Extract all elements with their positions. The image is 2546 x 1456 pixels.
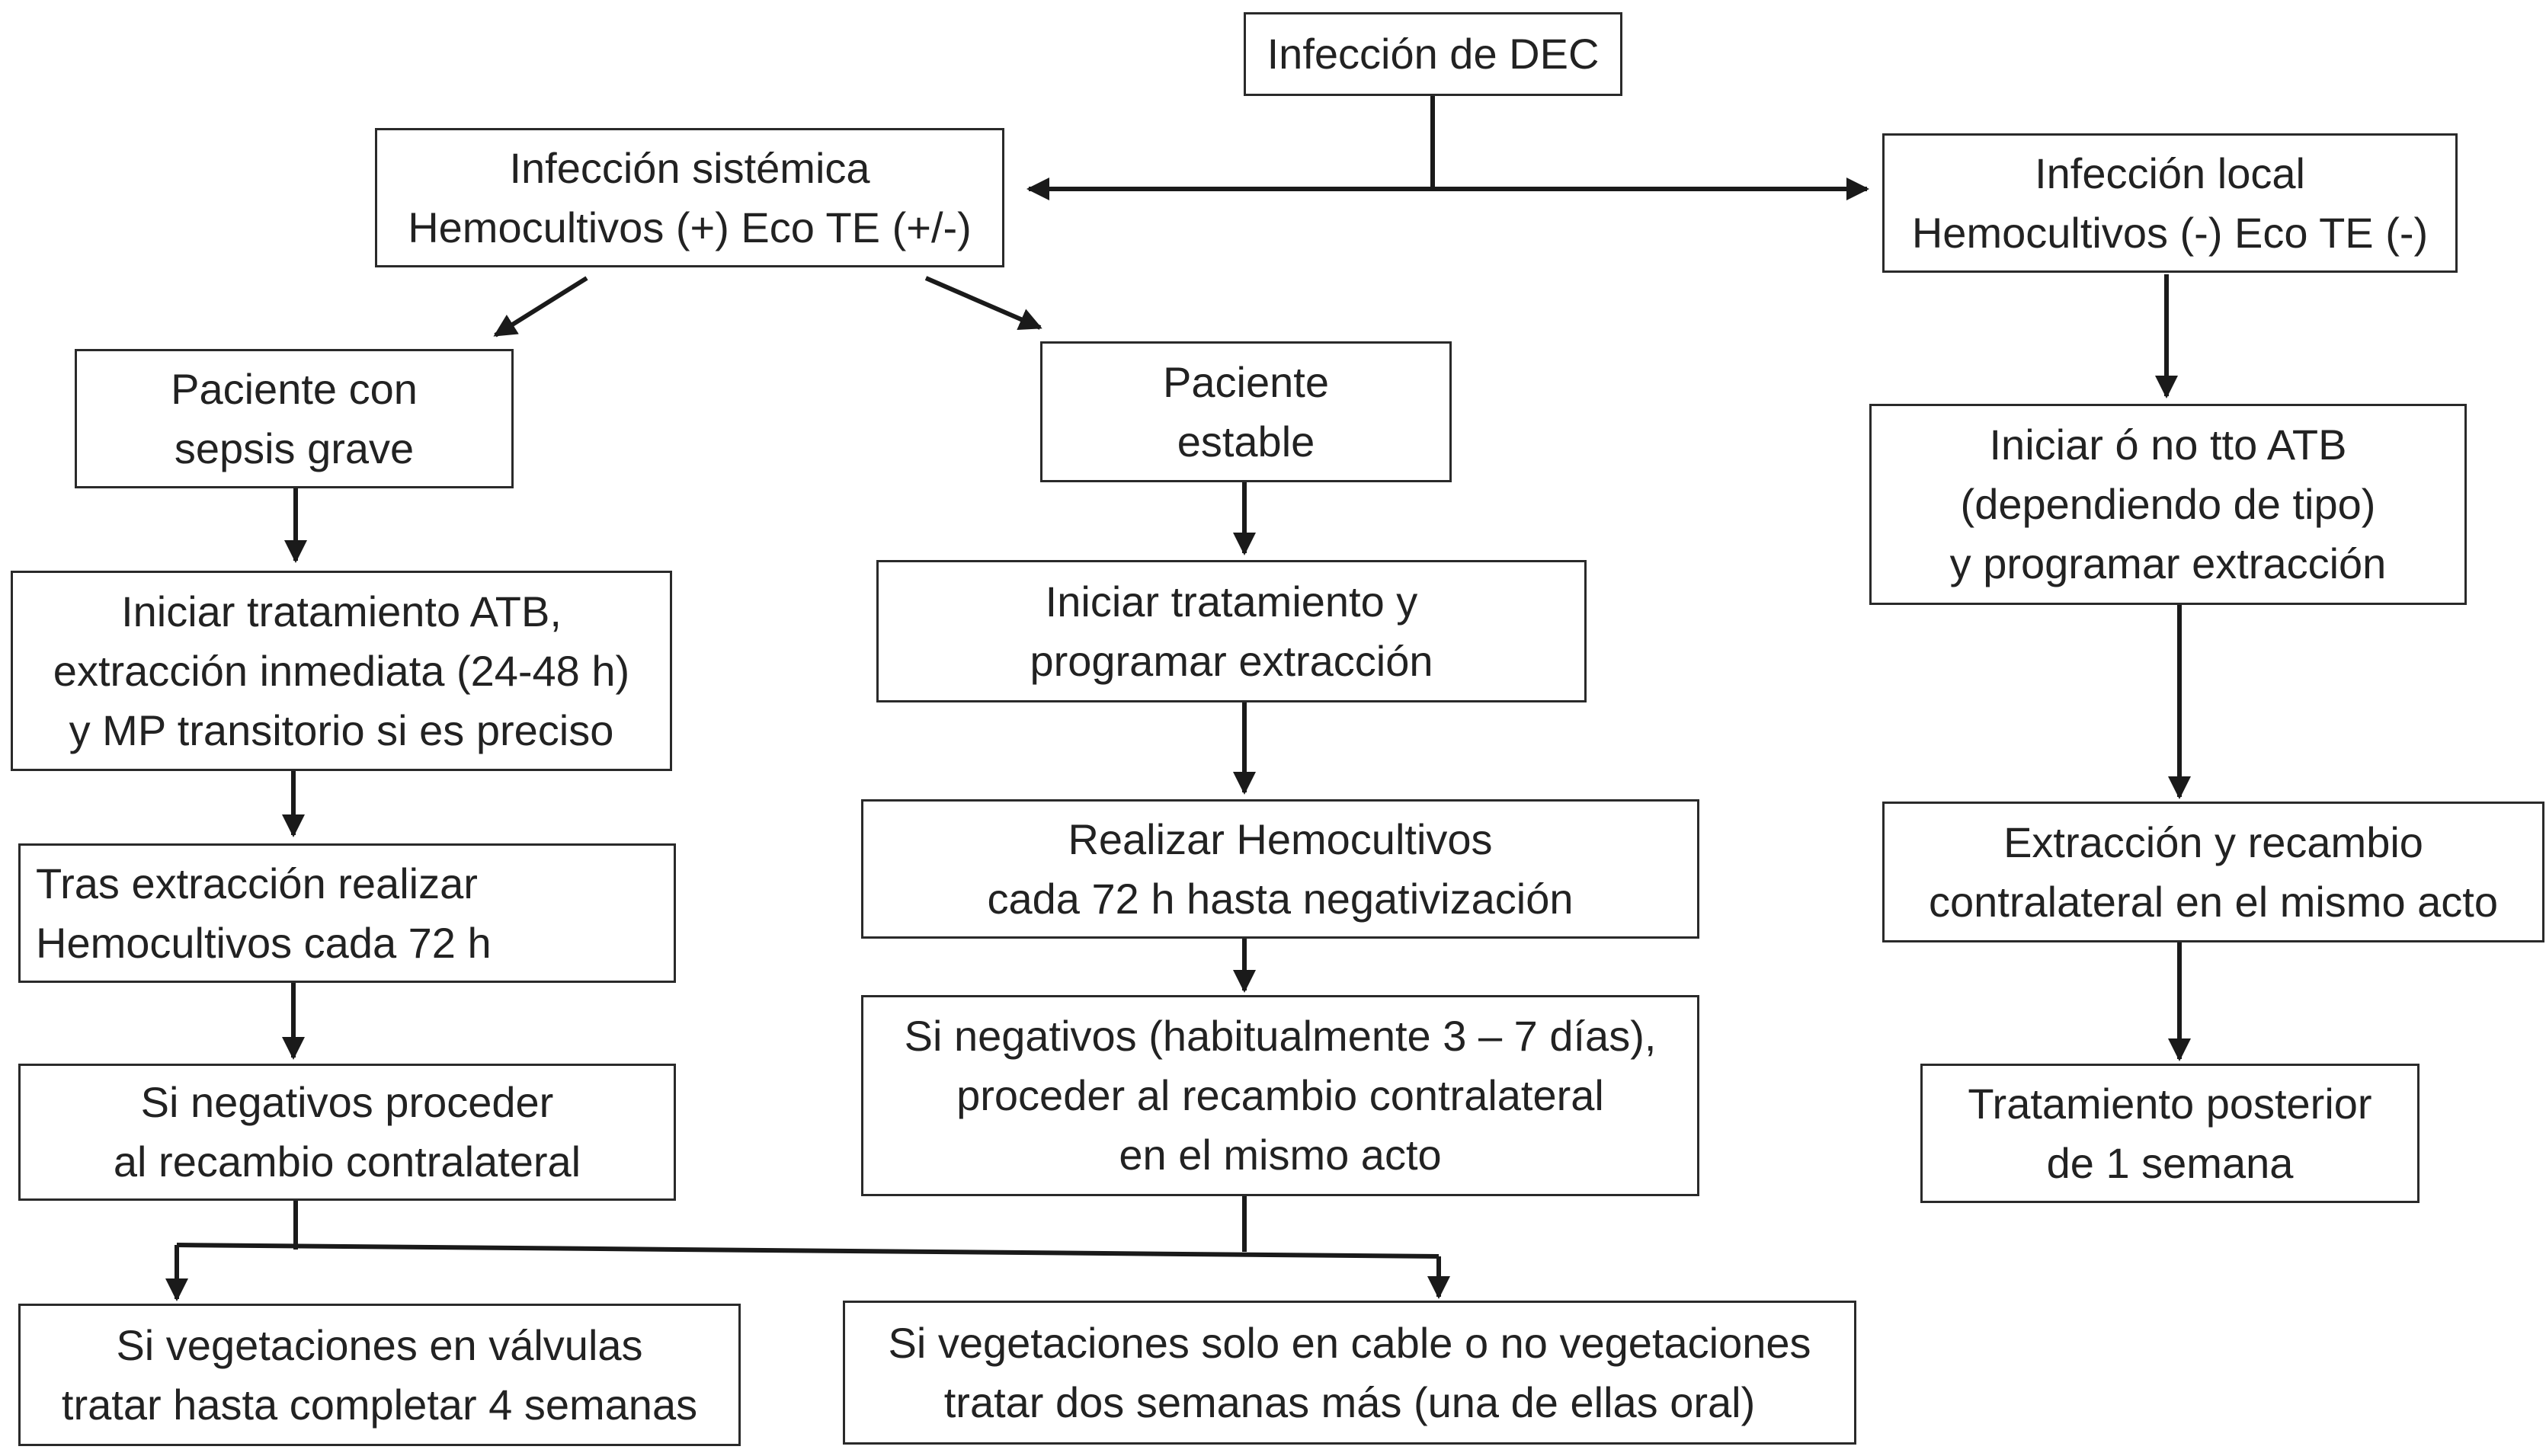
box-local-step-tratamiento-posterior: Tratamiento posterior de 1 semana bbox=[1920, 1064, 2420, 1203]
box-line: Realizar Hemocultivos bbox=[1068, 814, 1493, 863]
box-line: Iniciar tratamiento ATB, bbox=[121, 587, 562, 635]
box-line: cada 72 h hasta negativización bbox=[987, 874, 1574, 923]
box-line: estable bbox=[1177, 417, 1315, 466]
box-line: Infección local bbox=[2035, 149, 2305, 197]
box-line: al recambio contralateral bbox=[113, 1138, 581, 1186]
box-line: Extracción y recambio bbox=[2003, 818, 2423, 866]
box-line: (dependiendo de tipo) bbox=[1960, 480, 2376, 528]
connector-merge-horizontal bbox=[176, 1243, 1440, 1259]
box-line: Iniciar tratamiento y bbox=[1045, 577, 1418, 626]
box-local-step-extraccion: Extracción y recambio contralateral en e… bbox=[1882, 802, 2544, 942]
box-line: y programar extracción bbox=[1949, 539, 2387, 587]
box-sepsis-step-atb: Iniciar tratamiento ATB, extracción inme… bbox=[11, 571, 672, 771]
box-paciente-sepsis-grave: Paciente con sepsis grave bbox=[75, 349, 514, 488]
box-sepsis-step-recambio: Si negativos proceder al recambio contra… bbox=[18, 1064, 676, 1201]
box-outcome-vegetaciones-valvulas: Si vegetaciones en válvulas tratar hasta… bbox=[18, 1304, 741, 1446]
box-line: Infección sistémica bbox=[509, 143, 870, 192]
box-line: Infección de DEC bbox=[1267, 30, 1600, 78]
box-line: Tras extracción realizar bbox=[36, 859, 478, 907]
arrow-to-stable bbox=[924, 276, 1042, 331]
box-line: proceder al recambio contralateral bbox=[956, 1071, 1604, 1119]
box-stable-step-hemocultivos: Realizar Hemocultivos cada 72 h hasta ne… bbox=[861, 799, 1699, 939]
box-sepsis-step-hemocultivos: Tras extracción realizar Hemocultivos ca… bbox=[18, 843, 676, 983]
box-infeccion-sistemica: Infección sistémica Hemocultivos (+) Eco… bbox=[375, 128, 1004, 267]
box-line: y MP transitorio si es preciso bbox=[69, 706, 614, 754]
box-line: Hemocultivos cada 72 h bbox=[36, 918, 492, 967]
box-line: Tratamiento posterior bbox=[1968, 1079, 2372, 1128]
box-infeccion-local: Infección local Hemocultivos (-) Eco TE … bbox=[1882, 133, 2458, 273]
box-line: en el mismo acto bbox=[1119, 1131, 1442, 1179]
box-stable-step-recambio: Si negativos (habitualmente 3 – 7 días),… bbox=[861, 995, 1699, 1196]
box-line: sepsis grave bbox=[174, 424, 415, 472]
box-line: tratar dos semanas más (una de ellas ora… bbox=[943, 1378, 1756, 1426]
box-line: contralateral en el mismo acto bbox=[1928, 877, 2498, 926]
box-line: Si negativos (habitualmente 3 – 7 días), bbox=[904, 1012, 1657, 1060]
box-line: tratar hasta completar 4 semanas bbox=[61, 1380, 698, 1429]
box-paciente-estable: Paciente estable bbox=[1040, 341, 1452, 482]
box-line: Si vegetaciones en válvulas bbox=[116, 1320, 643, 1369]
arrow-to-sepsis bbox=[493, 276, 588, 338]
box-line: Si negativos proceder bbox=[140, 1078, 554, 1126]
box-infeccion-dec: Infección de DEC bbox=[1244, 12, 1622, 96]
box-line: Hemocultivos (+) Eco TE (+/-) bbox=[408, 203, 972, 251]
box-line: Paciente con bbox=[171, 364, 418, 413]
box-line: de 1 semana bbox=[2046, 1138, 2294, 1187]
box-line: extracción inmediata (24-48 h) bbox=[53, 646, 630, 695]
box-line: Paciente bbox=[1163, 357, 1329, 406]
box-line: Hemocultivos (-) Eco TE (-) bbox=[1911, 208, 2429, 257]
box-line: Iniciar ó no tto ATB bbox=[1989, 421, 2347, 469]
box-stable-step-tratamiento: Iniciar tratamiento y programar extracci… bbox=[876, 560, 1587, 702]
box-outcome-vegetaciones-cable: Si vegetaciones solo en cable o no veget… bbox=[843, 1301, 1856, 1445]
box-local-step-atb: Iniciar ó no tto ATB (dependiendo de tip… bbox=[1869, 404, 2467, 605]
box-line: Si vegetaciones solo en cable o no veget… bbox=[888, 1318, 1811, 1367]
box-line: programar extracción bbox=[1030, 636, 1433, 685]
